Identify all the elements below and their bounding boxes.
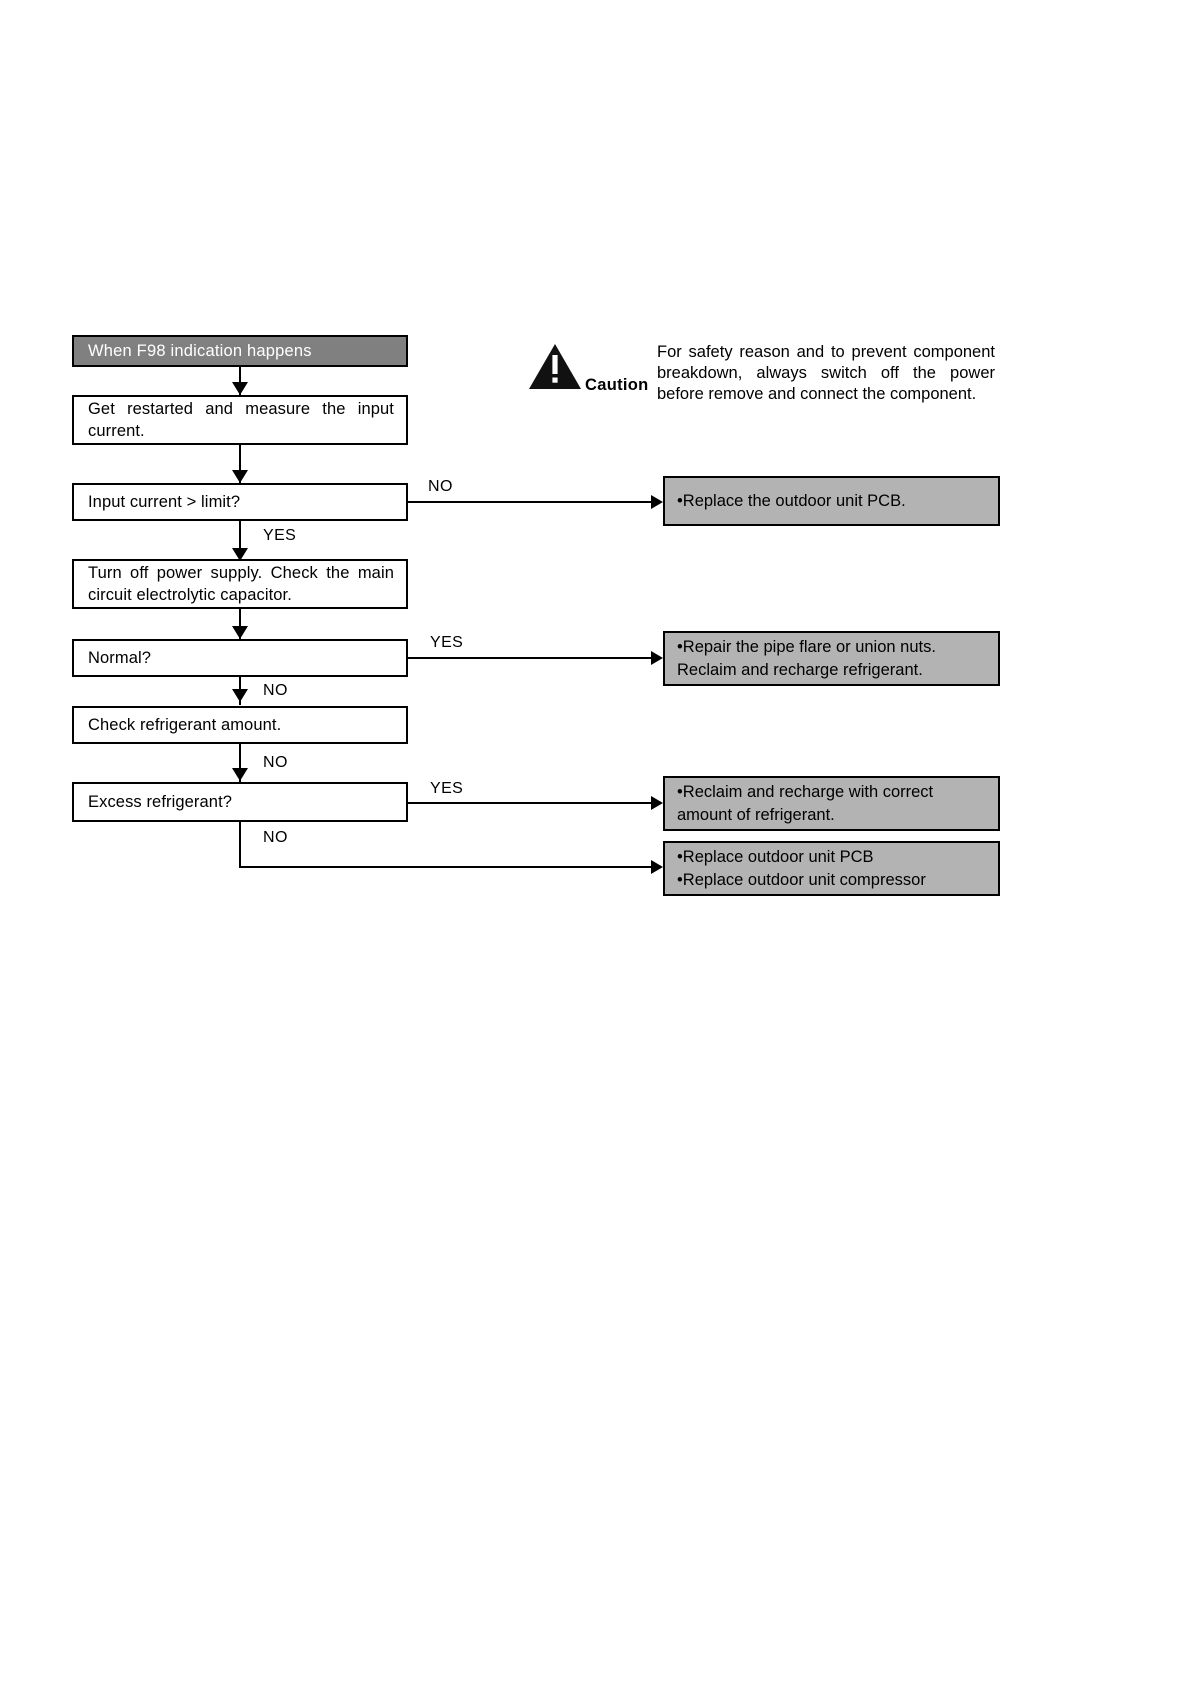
arrowhead-right: [651, 651, 663, 665]
action-repair-pipe-flare: •Repair the pipe flare or union nuts. Re…: [663, 631, 1000, 686]
step-measure-input-current: Get restarted and measure the input curr…: [72, 395, 408, 445]
edge-label-excess-no: NO: [263, 829, 288, 846]
caution-label: Caution: [585, 376, 649, 394]
action-repair-pipe-flare-line-1: •Repair the pipe flare or union nuts.: [677, 637, 936, 656]
caution-line-1: For safety reason and to prevent compone…: [657, 343, 995, 361]
edge-label-input-current-no: NO: [428, 478, 453, 495]
step-check-refrigerant-amount-label: Check refrigerant amount.: [88, 716, 282, 734]
step-measure-input-current-label: Get restarted and measure the input curr…: [88, 400, 394, 440]
action-replace-outdoor-pcb: •Replace the outdoor unit PCB.: [663, 476, 1000, 526]
action-reclaim-recharge: •Reclaim and recharge with correct amoun…: [663, 776, 1000, 831]
connector-excess-no-horizontal: [239, 866, 653, 868]
flow-start-label: When F98 indication happens: [88, 342, 312, 360]
edge-label-excess-yes: YES: [430, 780, 464, 797]
arrowhead-right: [651, 495, 663, 509]
decision-excess-refrigerant: Excess refrigerant?: [72, 782, 408, 822]
caution-text: For safety reason and to prevent compone…: [657, 342, 995, 405]
edge-label-input-current-yes: YES: [263, 527, 297, 544]
action-replace-pcb-compressor-text: •Replace outdoor unit PCB •Replace outdo…: [677, 846, 926, 892]
caution-line-3: before remove and connect the component.: [657, 385, 977, 403]
step-turn-off-power-supply: Turn off power supply. Check the main ci…: [72, 559, 408, 609]
connector-start-to-measure: [239, 367, 241, 395]
caution-note: Caution For safety reason and to prevent…: [527, 340, 997, 410]
action-reclaim-recharge-line-2: amount of refrigerant.: [677, 805, 835, 824]
action-repair-pipe-flare-text: •Repair the pipe flare or union nuts. Re…: [677, 636, 936, 682]
decision-input-current-limit-label: Input current > limit?: [88, 493, 241, 511]
edge-label-normal-yes: YES: [430, 634, 464, 651]
arrowhead-down: [232, 470, 248, 483]
action-repair-pipe-flare-line-2: Reclaim and recharge refrigerant.: [677, 660, 923, 679]
action-reclaim-recharge-line-1: •Reclaim and recharge with correct: [677, 782, 934, 801]
decision-input-current-limit: Input current > limit?: [72, 483, 408, 521]
connector-turnoff-to-normal: [239, 609, 241, 639]
connector-excess-no-vertical: [239, 822, 241, 868]
action-replace-pcb-compressor-line-1: •Replace outdoor unit PCB: [677, 847, 874, 866]
action-reclaim-recharge-text: •Reclaim and recharge with correct amoun…: [677, 781, 933, 827]
warning-triangle-icon: [527, 340, 583, 392]
arrowhead-right: [651, 796, 663, 810]
arrowhead-down: [232, 689, 248, 702]
decision-excess-refrigerant-label: Excess refrigerant?: [88, 793, 233, 811]
decision-normal: Normal?: [72, 639, 408, 677]
branch-input-current-no: [408, 501, 653, 503]
action-replace-outdoor-pcb-line-1: •Replace the outdoor unit PCB.: [677, 491, 906, 510]
branch-normal-yes: [408, 657, 653, 659]
flow-start-when-f98: When F98 indication happens: [72, 335, 408, 367]
arrowhead-down: [232, 768, 248, 781]
step-check-refrigerant-amount: Check refrigerant amount.: [72, 706, 408, 744]
arrowhead-down: [232, 626, 248, 639]
branch-excess-yes: [408, 802, 653, 804]
connector-measure-to-decision1: [239, 445, 241, 483]
arrowhead-right: [651, 860, 663, 874]
caution-line-2: breakdown, always switch off the power: [657, 364, 995, 382]
action-replace-pcb-compressor: •Replace outdoor unit PCB •Replace outdo…: [663, 841, 1000, 896]
arrowhead-down: [232, 382, 248, 395]
edge-label-check-refrigerant-no: NO: [263, 754, 288, 771]
connector-check-to-excess: [239, 744, 241, 782]
step-turn-off-power-supply-label: Turn off power supply. Check the main ci…: [88, 564, 394, 604]
edge-label-normal-no: NO: [263, 682, 288, 699]
connector-decision1-to-turnoff: [239, 521, 241, 561]
action-replace-pcb-compressor-line-2: •Replace outdoor unit compressor: [677, 870, 926, 889]
decision-normal-label: Normal?: [88, 649, 152, 667]
arrowhead-down: [232, 548, 248, 561]
